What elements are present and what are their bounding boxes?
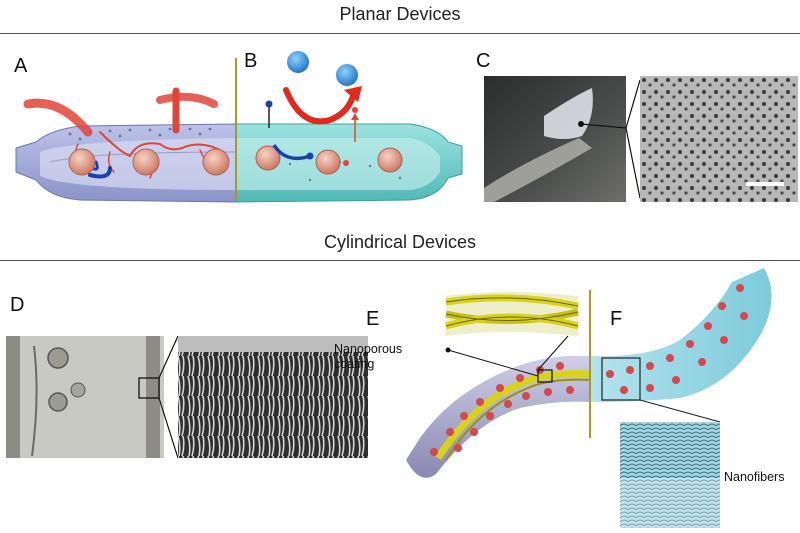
planar-devices-title: Planar Devices: [339, 4, 461, 24]
callout-line-c1: [580, 123, 627, 129]
cylindrical-devices-title: Cylindrical Devices: [323, 232, 477, 252]
callout-line-d1: [158, 336, 179, 379]
nanofibers-label: Nanofibers: [724, 470, 785, 484]
cylindrical-device-illustration: [380, 262, 800, 533]
panel-label-e: E: [366, 308, 380, 330]
nanoporous-pointer-line: [447, 349, 539, 377]
callout-line-c2: [625, 79, 641, 129]
panel-label-a: A: [14, 55, 28, 77]
zoom-line-e: [537, 335, 569, 371]
fiber-bundle-inset: [445, 292, 579, 336]
zoom-box-f: [601, 357, 641, 401]
tube-e-purple: [406, 355, 590, 478]
tube-f-teal: [590, 268, 772, 402]
encapsulated-cells: [430, 284, 748, 456]
scale-bar: [746, 182, 784, 186]
panel-d-images: [6, 336, 368, 458]
sem-micrograph: [640, 76, 798, 202]
yellow-fiber-core: [435, 370, 591, 460]
nanoporous-line-2: coating: [334, 357, 375, 371]
nanoporous-line-1: Nanoporous: [334, 342, 403, 356]
panel-label-c: C: [476, 50, 491, 72]
zoom-line-f: [639, 399, 721, 423]
diffusion-arrows: [265, 86, 362, 166]
callout-line-d2: [158, 397, 179, 458]
cylindrical-divider-rule: [0, 260, 800, 261]
device-photo: [484, 76, 626, 202]
panel-label-f: F: [610, 308, 623, 330]
histology-photo: [6, 336, 164, 458]
planar-device-illustration: [10, 40, 465, 205]
islet-clusters: [68, 145, 403, 176]
panel-c-images: [484, 76, 798, 202]
callout-line-c3: [625, 127, 641, 199]
nanoporous-coating-label: Nanoporous coating: [334, 342, 402, 372]
panel-label-b: B: [244, 50, 258, 72]
panel-label-d: D: [10, 294, 25, 316]
blood-vessels: [23, 87, 221, 179]
nanofiber-mesh-inset: [620, 422, 720, 528]
blue-antibody-spheres: [287, 51, 358, 86]
planar-divider-rule: [0, 33, 800, 34]
sem-cross-section: [178, 336, 368, 458]
immune-cell-a: [88, 166, 112, 179]
